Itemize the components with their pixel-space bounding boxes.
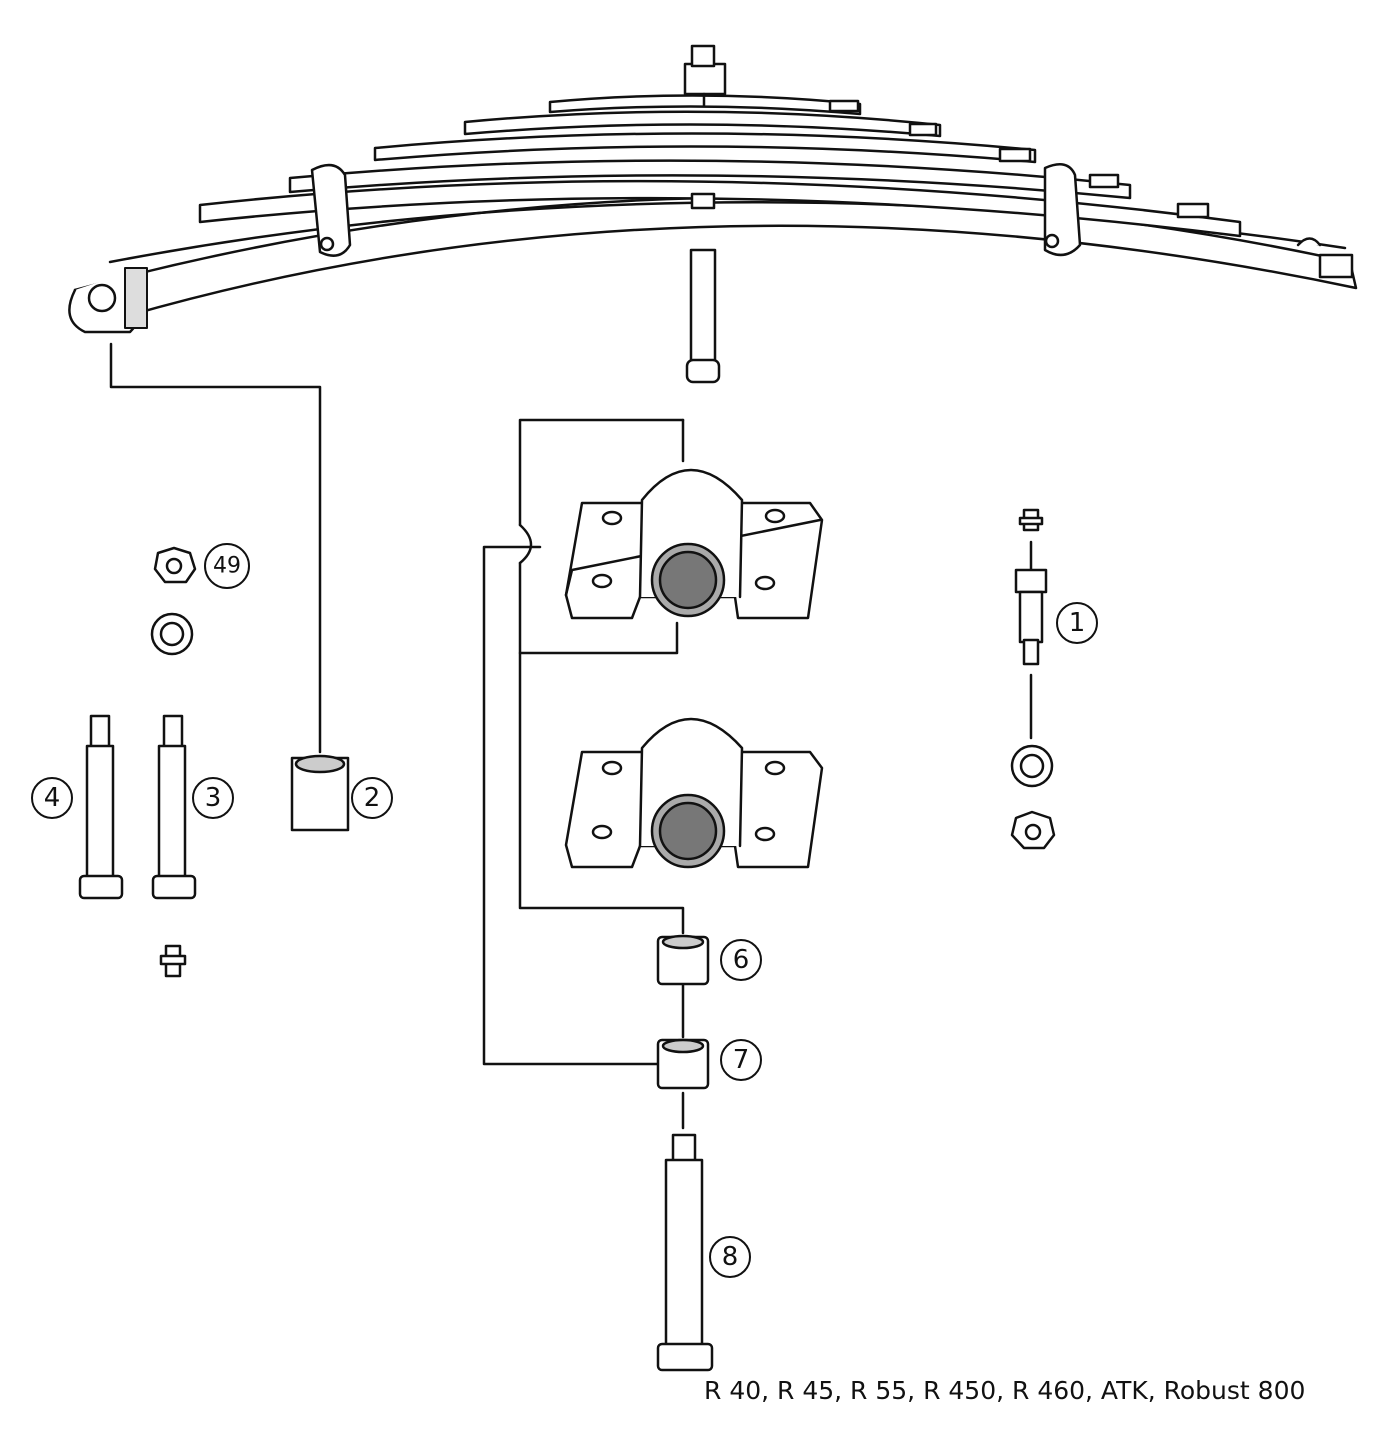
leaf-spring [68, 44, 1358, 334]
part-2-bushing [290, 754, 350, 832]
callout-1-label: 1 [1069, 608, 1086, 638]
leader-lines [109, 342, 1033, 1130]
callout-3-label: 3 [205, 783, 222, 813]
callout-8-label: 8 [722, 1242, 739, 1272]
callout-circles [31, 543, 1098, 1278]
callout-4-label: 4 [44, 783, 61, 813]
upper-bracket-block [564, 468, 824, 620]
lower-bracket-block [564, 717, 824, 869]
part-3-pin [151, 714, 197, 978]
models-caption: R 40, R 45, R 55, R 450, R 460, ATK, Rob… [704, 1376, 1306, 1405]
center-pin [685, 248, 721, 384]
callout-2-label: 2 [364, 783, 381, 813]
part-1-bolt-set [1010, 508, 1056, 850]
part-8-pin [656, 1133, 714, 1372]
callout-49-label: 49 [213, 554, 241, 579]
callout-6-label: 6 [733, 945, 750, 975]
part-4-pin [78, 714, 124, 900]
part-49-nut-washer [150, 546, 197, 656]
callout-7-label: 7 [733, 1045, 750, 1075]
part-7-bushing [656, 1038, 710, 1090]
part-6-bushing [656, 934, 710, 986]
